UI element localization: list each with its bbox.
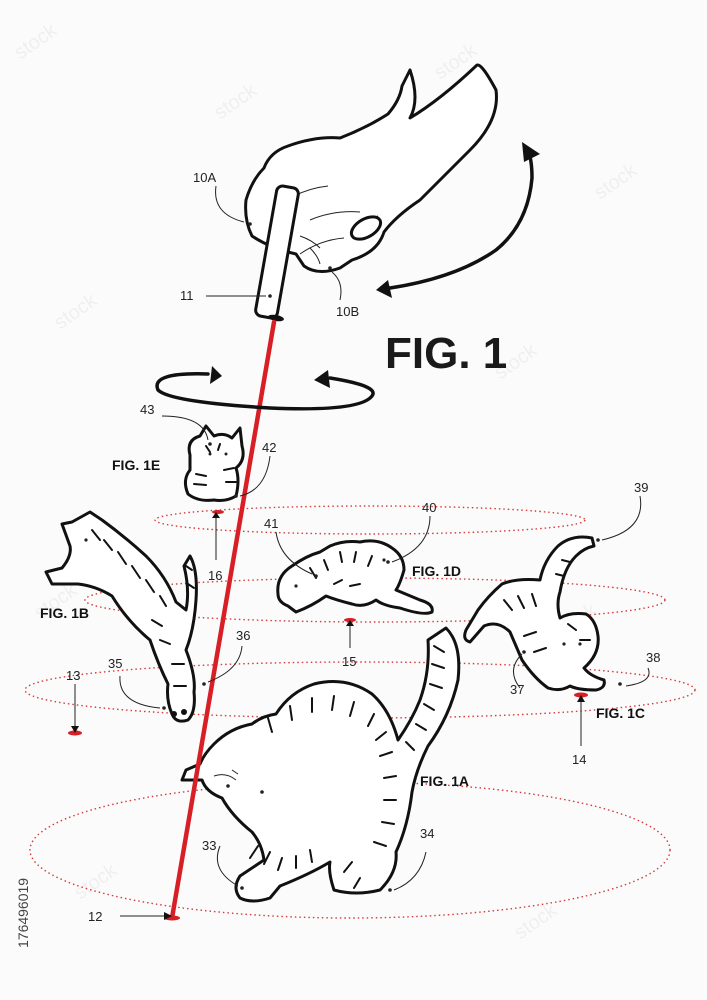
rotation-arrow-horizontal — [155, 372, 375, 411]
ref-15: 15 — [342, 654, 356, 669]
hand-with-laser — [244, 63, 498, 322]
laser-spot-16 — [212, 510, 224, 514]
ref-38: 38 — [646, 650, 660, 665]
svg-text:stock: stock — [590, 159, 642, 204]
orbit-level-e — [154, 505, 586, 535]
kitten-fig-1e — [183, 424, 245, 502]
rotation-arrows — [155, 142, 540, 411]
rotation-arrow-vertical — [388, 148, 534, 290]
kitten-fig-1d — [276, 539, 434, 615]
ref-13: 13 — [66, 668, 80, 683]
ref-43: 43 — [140, 402, 154, 417]
svg-text:stock: stock — [10, 19, 62, 64]
leader-lines — [71, 185, 650, 920]
label-fig-1a: FIG. 1A — [420, 773, 469, 789]
figure-title: FIG. 1 — [385, 329, 507, 378]
ref-11: 11 — [180, 288, 194, 303]
ref-40: 40 — [422, 500, 436, 515]
ref-10b: 10B — [336, 304, 359, 319]
ref-34: 34 — [420, 826, 434, 841]
label-fig-1d: FIG. 1D — [412, 563, 461, 579]
label-fig-1c: FIG. 1C — [596, 705, 645, 721]
ref-33: 33 — [202, 838, 216, 853]
ref-37: 37 — [510, 682, 524, 697]
ref-41: 41 — [264, 516, 278, 531]
label-fig-1b: FIG. 1B — [40, 605, 89, 621]
svg-text:stock: stock — [70, 859, 122, 904]
ref-36: 36 — [236, 628, 250, 643]
svg-text:stock: stock — [210, 79, 262, 124]
ref-35: 35 — [108, 656, 122, 671]
kitten-fig-1c — [463, 535, 606, 692]
svg-text:stock: stock — [50, 289, 102, 334]
ref-12: 12 — [88, 909, 102, 924]
ref-42: 42 — [262, 440, 276, 455]
laser-beam — [169, 319, 277, 921]
side-id: 176496019 — [15, 878, 31, 948]
ref-14: 14 — [572, 752, 586, 767]
kitten-fig-1b — [44, 510, 198, 723]
svg-text:stock: stock — [510, 899, 562, 944]
ref-39: 39 — [634, 480, 648, 495]
kitten-fig-1a — [180, 626, 461, 903]
laser-pointer-body — [254, 184, 300, 320]
label-fig-1e: FIG. 1E — [112, 457, 160, 473]
ref-16: 16 — [208, 568, 222, 583]
ref-10a: 10A — [193, 170, 216, 185]
